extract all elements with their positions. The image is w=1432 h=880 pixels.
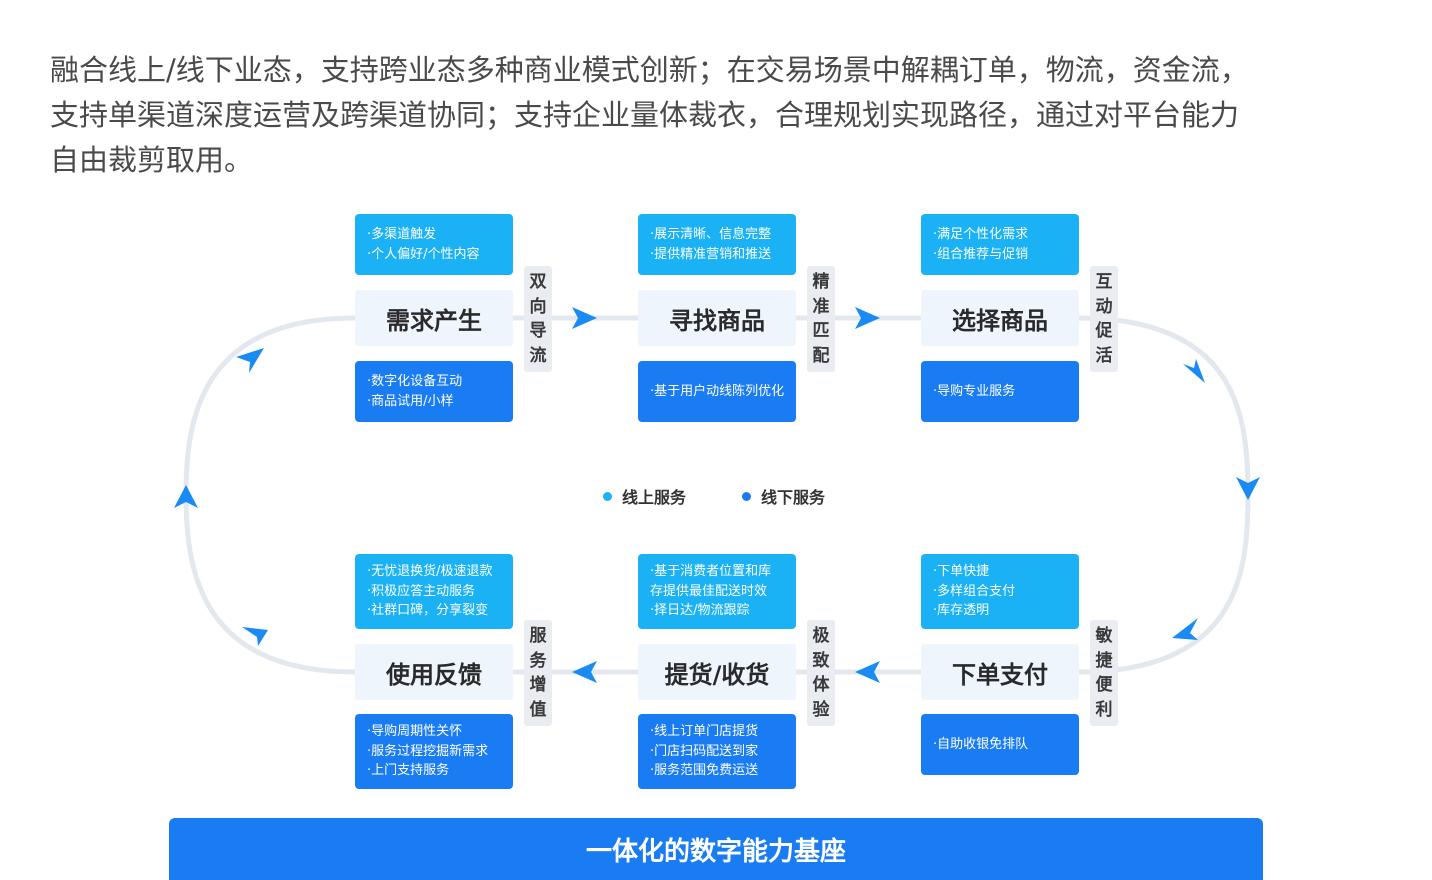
offline-service-card: ·导购周期性关怀 ·服务过程挖掘新需求 ·上门支持服务 [355, 714, 513, 789]
connector-char: 流 [529, 345, 547, 366]
connector-label: 服 务 增 值 [524, 620, 552, 726]
service-item: ·上门支持服务 [367, 763, 450, 779]
connector-char: 极 [812, 626, 830, 646]
service-item: ·择日达/物流跟踪 [650, 603, 750, 619]
arrow-down-left-icon [1172, 618, 1198, 640]
intro-line: 自由裁剪取用。 [50, 143, 254, 177]
service-item: ·服务范围免费运送 [650, 763, 759, 779]
online-service-card: ·下单快捷 ·多样组合支付 ·库存透明 [921, 554, 1079, 629]
service-item: ·展示清晰、信息完整 [650, 227, 772, 242]
connector-char: 体 [812, 675, 830, 695]
arrow-right-icon [572, 307, 597, 329]
intro-line: 支持单渠道深度运营及跨渠道协同；支持企业量体裁衣，合理规划实现路径，通过对平台能… [50, 98, 1240, 132]
connector-char: 活 [1095, 345, 1113, 366]
offline-service-card: ·导购专业服务 [921, 361, 1079, 422]
arrow-up-left-icon [242, 627, 268, 646]
arrow-left-icon [855, 661, 880, 683]
online-service-card: ·基于消费者位置和库 存提供最佳配送时效 ·择日达/物流跟踪 [638, 554, 796, 629]
connector-label: 双 向 导 流 [524, 266, 552, 372]
online-dot-icon [603, 491, 612, 501]
offline-service-card: ·自助收银免排队 [921, 714, 1079, 775]
connector-char: 导 [529, 321, 547, 341]
service-item: ·库存透明 [933, 603, 990, 619]
service-item: ·门店扫码配送到家 [650, 743, 759, 759]
arrow-up-icon [174, 485, 198, 508]
legend-label: 线下服务 [761, 488, 826, 507]
legend-online: 线上服务 [603, 484, 686, 508]
stage-node-payment: 下单支付 [921, 644, 1079, 700]
connector-label: 精 准 匹 配 [807, 266, 835, 372]
connector-char: 精 [812, 272, 830, 292]
arrow-down-right-icon [1183, 359, 1205, 383]
service-item: ·基于用户动线陈列优化 [650, 383, 785, 399]
connector-label: 极 致 体 验 [807, 620, 835, 726]
connector-char: 致 [812, 650, 830, 671]
offline-service-card: ·基于用户动线陈列优化 [638, 361, 796, 422]
intro-text: 融合线上/线下业态，支持跨业态多种商业模式创新；在交易场景中解耦订单，物流，资金… [50, 48, 1390, 183]
offline-service-card: ·数字化设备互动 ·商品试用/小样 [355, 361, 513, 422]
connector-label: 敏 捷 便 利 [1090, 620, 1118, 726]
connector-char: 准 [812, 296, 830, 317]
service-item: ·个人偏好/个性内容 [367, 246, 480, 262]
stage-node-select: 选择商品 [921, 290, 1079, 346]
online-service-card: ·展示清晰、信息完整 ·提供精准营销和推送 [638, 214, 796, 275]
connector-char: 利 [1095, 699, 1113, 720]
service-item: ·下单快捷 [933, 564, 990, 580]
digital-capability-base: 一体化的数字能力基座 [169, 818, 1263, 880]
service-item: ·服务过程挖掘新需求 [367, 743, 489, 759]
stage-node-delivery: 提货/收货 [638, 644, 796, 700]
connector-char: 敏 [1095, 626, 1113, 646]
service-item: ·自助收银免排队 [933, 736, 1029, 752]
arrow-down-icon [1236, 477, 1260, 500]
service-item: ·导购专业服务 [933, 383, 1016, 399]
connector-char: 增 [529, 675, 547, 695]
service-item: ·积极应答主动服务 [367, 583, 476, 599]
stage-node-feedback: 使用反馈 [355, 644, 513, 700]
service-item: ·无忧退换货/极速退款 [367, 564, 493, 580]
connector-char: 验 [812, 699, 830, 720]
service-item: ·数字化设备互动 [367, 374, 463, 389]
connector-char: 捷 [1095, 650, 1113, 671]
connector-char: 促 [1095, 321, 1113, 341]
legend-label: 线上服务 [622, 488, 687, 507]
connector-char: 务 [529, 650, 547, 671]
connector-char: 配 [812, 345, 830, 366]
stage-node-demand: 需求产生 [355, 290, 513, 346]
legend-offline: 线下服务 [742, 484, 825, 508]
connector-label: 互 动 促 活 [1090, 266, 1118, 372]
service-item: 存提供最佳配送时效 [650, 583, 768, 599]
service-item: ·提供精准营销和推送 [650, 246, 772, 262]
service-item: ·商品试用/小样 [367, 393, 454, 409]
connector-char: 互 [1095, 272, 1113, 292]
connector-char: 便 [1095, 675, 1113, 695]
online-service-card: ·满足个性化需求 ·组合推荐与促销 [921, 214, 1079, 275]
service-item: ·多样组合支付 [933, 583, 1016, 599]
offline-dot-icon [742, 491, 751, 501]
service-item: ·基于消费者位置和库 [650, 564, 772, 580]
offline-service-card: ·线上订单门店提货 ·门店扫码配送到家 ·服务范围免费运送 [638, 714, 796, 789]
connector-char: 动 [1095, 296, 1113, 317]
connector-char: 向 [529, 296, 547, 317]
connector-char: 服 [529, 626, 547, 646]
connector-char: 匹 [812, 321, 830, 341]
arrow-up-right-icon [236, 348, 264, 373]
connector-char: 值 [529, 699, 547, 720]
service-item: ·满足个性化需求 [933, 227, 1029, 242]
arrow-left-icon [572, 661, 597, 683]
online-service-card: ·多渠道触发 ·个人偏好/个性内容 [355, 214, 513, 275]
service-item: ·线上订单门店提货 [650, 724, 759, 740]
stage-node-search: 寻找商品 [638, 290, 796, 346]
online-service-card: ·无忧退换货/极速退款 ·积极应答主动服务 ·社群口碑，分享裂变 [355, 554, 513, 629]
arrow-right-icon [855, 307, 880, 329]
service-item: ·导购周期性关怀 [367, 724, 463, 740]
service-item: ·多渠道触发 [367, 227, 437, 242]
service-item: ·社群口碑，分享裂变 [367, 603, 489, 619]
connector-char: 双 [529, 272, 547, 292]
service-item: ·组合推荐与促销 [933, 246, 1029, 262]
intro-line: 融合线上/线下业态，支持跨业态多种商业模式创新；在交易场景中解耦订单，物流，资金… [50, 53, 1249, 87]
